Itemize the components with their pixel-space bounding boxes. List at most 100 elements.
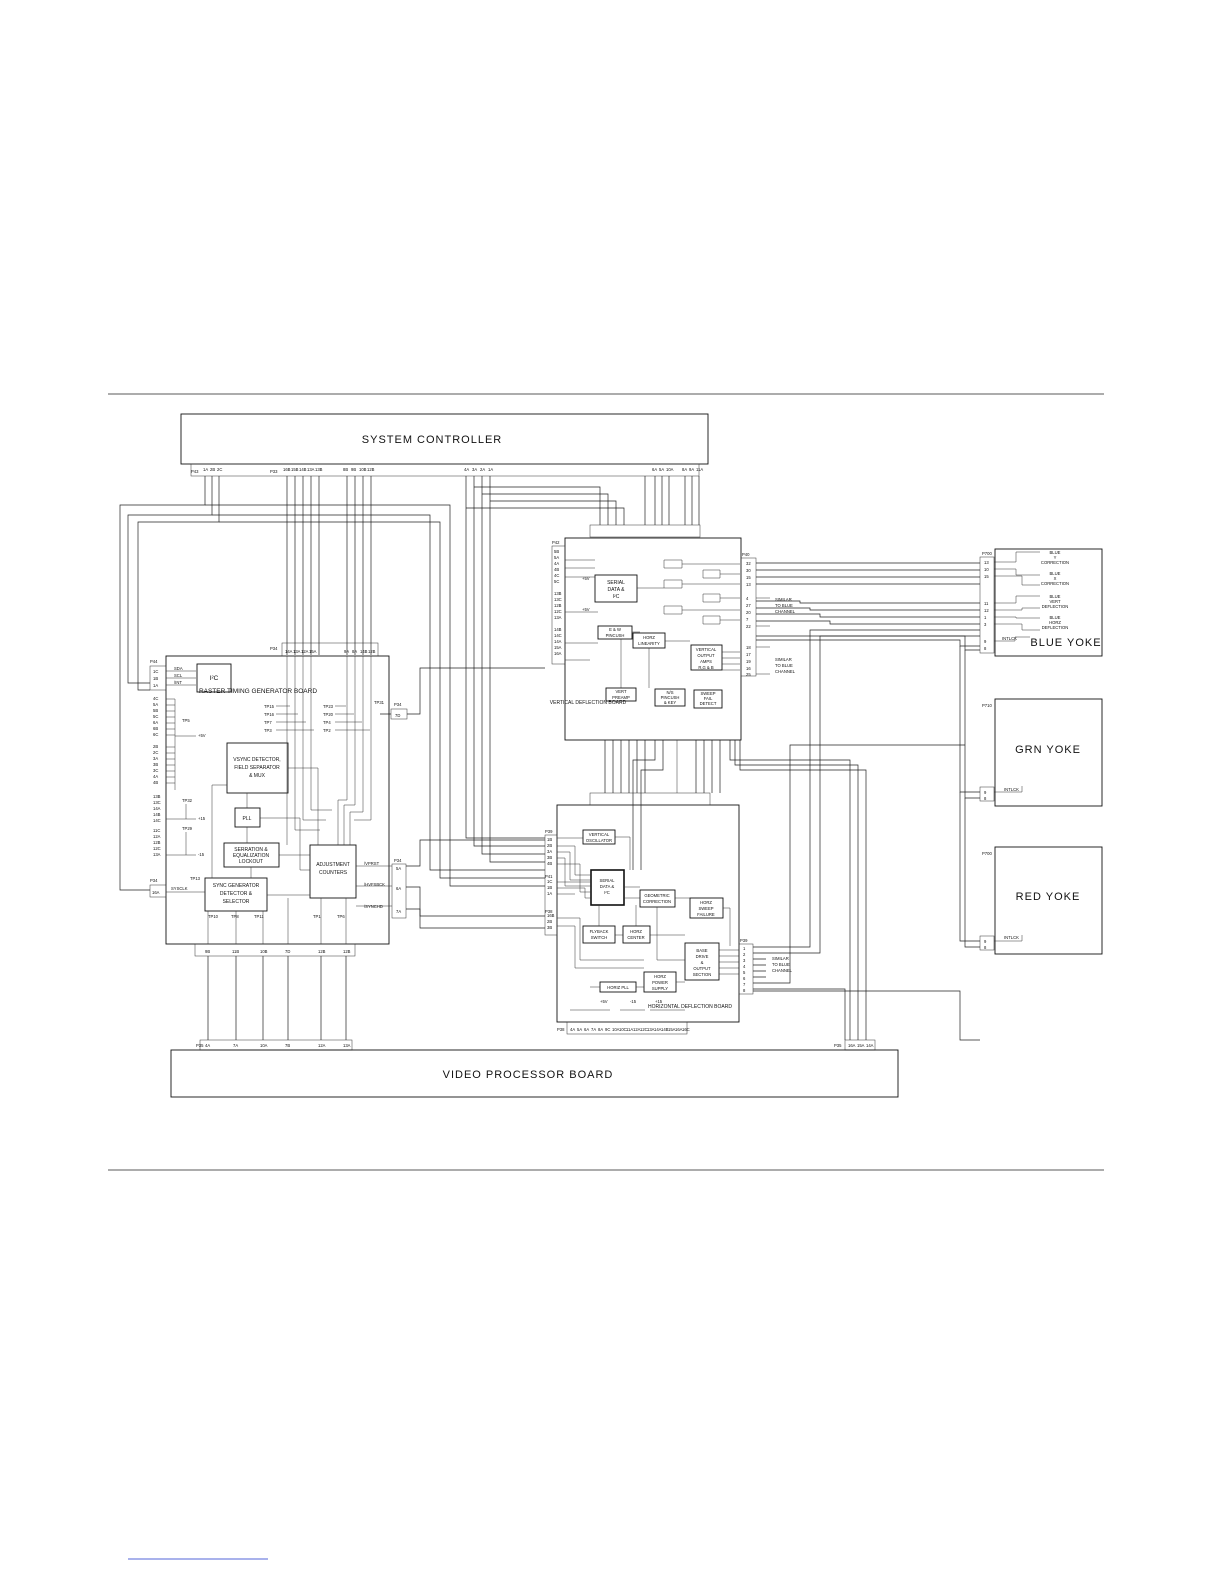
svg-text:VERTICAL: VERTICAL <box>696 647 717 652</box>
svg-text:SELECTOR: SELECTOR <box>223 899 250 905</box>
svg-text:5C: 5C <box>554 579 559 584</box>
svg-text:10B: 10B <box>260 949 268 954</box>
svg-text:CORRECTION: CORRECTION <box>1041 581 1069 586</box>
red-yoke: RED YOKE <box>994 846 1103 955</box>
svg-text:2B: 2B <box>547 919 552 924</box>
svg-text:TP2: TP2 <box>323 728 331 733</box>
svg-text:30: 30 <box>746 568 751 573</box>
p43-label: P43 <box>191 469 199 474</box>
svg-text:2B: 2B <box>153 744 158 749</box>
svg-text:14B: 14B <box>554 627 562 632</box>
svg-text:-15: -15 <box>198 852 205 857</box>
svg-text:15B: 15B <box>291 467 299 472</box>
svg-text:9B: 9B <box>205 949 210 954</box>
svg-text:15A: 15A <box>309 649 317 654</box>
ns-pincush-block <box>654 688 686 707</box>
svg-text:12C: 12C <box>554 609 562 614</box>
svg-text:12A: 12A <box>301 649 309 654</box>
svg-text:8A: 8A <box>352 649 357 654</box>
svg-text:SERIAL: SERIAL <box>600 878 616 883</box>
svg-text:5A: 5A <box>577 1027 582 1032</box>
svg-text:FIELD SEPARATOR: FIELD SEPARATOR <box>234 765 280 771</box>
svg-text:TP23: TP23 <box>323 704 334 709</box>
vert-serial-data-block <box>594 574 638 603</box>
svg-text:TO BLUE: TO BLUE <box>772 962 790 967</box>
p33-label: P33 <box>270 469 278 474</box>
svg-text:7A: 7A <box>396 909 401 914</box>
svg-text:3A: 3A <box>547 849 552 854</box>
svg-text:10B: 10B <box>359 467 367 472</box>
svg-text:13B: 13B <box>554 591 562 596</box>
p44-label: P44 <box>150 659 158 664</box>
svg-text:HORZ: HORZ <box>700 900 712 905</box>
svg-text:4B: 4B <box>547 861 552 866</box>
svg-text:3: 3 <box>743 958 746 963</box>
svg-text:PINCUSH: PINCUSH <box>606 633 625 638</box>
svg-text:8B: 8B <box>343 467 348 472</box>
svg-text:8A: 8A <box>598 1027 603 1032</box>
svg-text:14B: 14B <box>661 1027 669 1032</box>
svg-text:SERIAL: SERIAL <box>607 580 625 586</box>
svg-text:4C: 4C <box>554 573 559 578</box>
svg-text:VERTICAL DEFLECTION BOARD: VERTICAL DEFLECTION BOARD <box>550 700 627 706</box>
svg-text:16: 16 <box>746 666 751 671</box>
svg-text:8A: 8A <box>682 467 687 472</box>
svg-text:5B: 5B <box>554 549 559 554</box>
svg-text:SWEEP: SWEEP <box>698 906 713 911</box>
svg-text:5C: 5C <box>153 714 158 719</box>
svg-text:RED YOKE: RED YOKE <box>1016 891 1081 903</box>
svg-text:11: 11 <box>984 601 989 606</box>
raster-internal-wires <box>211 656 392 907</box>
svg-text:P38: P38 <box>557 1027 565 1032</box>
svg-text:INTLCK: INTLCK <box>1004 787 1019 792</box>
svg-text:14B: 14B <box>299 467 307 472</box>
svg-text:& KEY: & KEY <box>664 700 677 705</box>
svg-text:16A: 16A <box>152 890 160 895</box>
svg-text:10C: 10C <box>619 1027 627 1032</box>
svg-text:TP8: TP8 <box>231 914 239 919</box>
svg-text:CHANNEL: CHANNEL <box>775 669 796 674</box>
svg-text:17: 17 <box>746 652 751 657</box>
svg-text:SYSCLK: SYSCLK <box>171 886 188 891</box>
svg-text:TP16: TP16 <box>264 712 275 717</box>
svg-text:HORZ: HORZ <box>654 974 666 979</box>
svg-text:VERT: VERT <box>1049 599 1061 604</box>
svg-text:HORIZONTAL DEFLECTION BOARD: HORIZONTAL DEFLECTION BOARD <box>648 1004 732 1010</box>
svg-text:13A: 13A <box>647 1027 655 1032</box>
svg-text:19: 19 <box>746 659 751 664</box>
svg-text:7: 7 <box>743 982 746 987</box>
svg-text:TP5: TP5 <box>182 718 190 723</box>
svg-text:PINCUSH: PINCUSH <box>661 695 680 700</box>
system-controller-board: SYSTEM CONTROLLER <box>180 413 709 477</box>
svg-text:BLUE: BLUE <box>1050 615 1061 620</box>
svg-text:5A: 5A <box>554 555 559 560</box>
svg-text:12: 12 <box>984 608 989 613</box>
svg-text:1C: 1C <box>547 879 552 884</box>
svg-text:PLL: PLL <box>243 816 252 822</box>
svg-text:SWEEP: SWEEP <box>700 691 715 696</box>
svg-text:12B: 12B <box>368 649 376 654</box>
svg-text:7A: 7A <box>233 1043 238 1048</box>
svg-text:11A: 11A <box>626 1027 633 1032</box>
svg-text:10A: 10A <box>612 1027 620 1032</box>
p33-pins-c: 4A 3A 2A 1A <box>464 467 493 472</box>
svg-text:4C: 4C <box>153 696 158 701</box>
svg-text:SIMILAR: SIMILAR <box>775 597 792 602</box>
svg-text:7D: 7D <box>285 949 290 954</box>
p33-pins-d: 6A 5A 10A <box>652 467 674 472</box>
svg-text:9: 9 <box>984 639 987 644</box>
p39-column: 1 2 3 4 5 6 7 8 <box>743 946 746 993</box>
svg-text:13A: 13A <box>554 615 562 620</box>
svg-text:18: 18 <box>746 645 751 650</box>
svg-text:14A: 14A <box>866 1043 874 1048</box>
svg-text:10A: 10A <box>666 467 674 472</box>
svg-text:DETECT: DETECT <box>700 701 717 706</box>
svg-text:BLUE: BLUE <box>1050 571 1061 576</box>
p38-left-pins: 1B 2B 3A 3B 4B 1C 1B 1A 16B 2B 3B <box>547 837 555 930</box>
svg-text:TP31: TP31 <box>374 700 385 705</box>
svg-text:1B: 1B <box>547 837 552 842</box>
svg-text:7A: 7A <box>591 1027 596 1032</box>
svg-text:TP10: TP10 <box>208 914 219 919</box>
svg-text:13: 13 <box>984 560 989 565</box>
svg-text:14C: 14C <box>554 633 562 638</box>
